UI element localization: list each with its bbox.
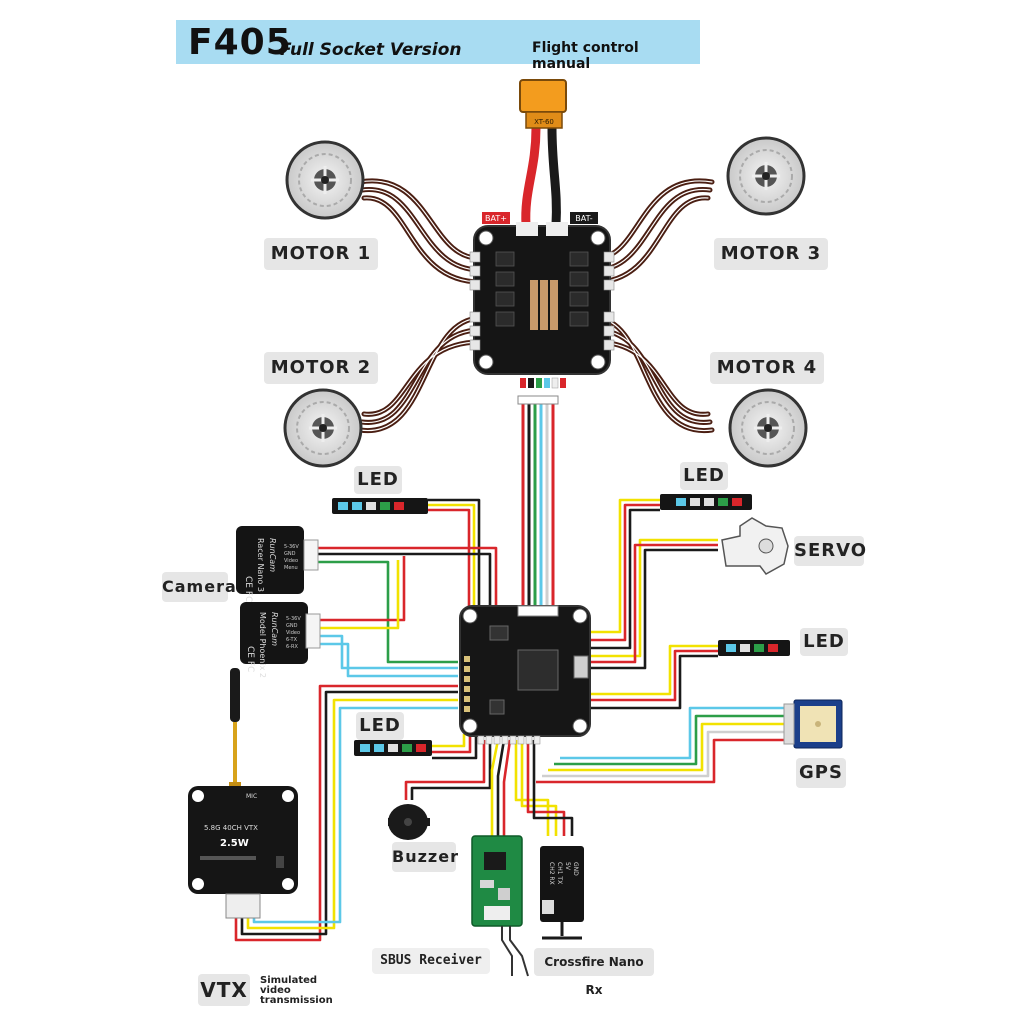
gps-label: GPS [796,758,846,788]
sbus-receiver-label: SBUS Receiver [372,948,490,974]
motor-1-label: MOTOR 1 [264,238,378,270]
svg-text:GND: GND [572,862,579,876]
peripheral-wires [234,498,792,942]
crossfire-label: Crossfire Nano Rx [534,948,654,997]
motor-4-label: MOTOR 4 [710,352,824,384]
gps-module-icon [783,699,843,749]
xt60-label: XT-60 [534,118,554,126]
crossfire-receiver-icon: GND 5V CH1 TX CH2 RX [540,846,584,940]
led-top-right-label: LED [680,462,728,490]
xt60-connector-icon: XT-60 [519,79,567,129]
svg-text:Menu: Menu [284,565,298,571]
camera-label: Camera [162,572,236,602]
bat-neg-tag: BAT- [570,212,598,224]
svg-text:5V: 5V [564,862,571,871]
version-subtitle: Full Socket Version [280,40,462,60]
vtx-note: Simulated video transmission [260,975,333,1006]
motor-2-label: MOTOR 2 [264,352,378,384]
svg-text:Video: Video [286,630,300,636]
motor-3-icon [726,136,806,216]
svg-text:5.8G 40CH VTX: 5.8G 40CH VTX [204,824,258,832]
header-banner: F405 Full Socket Version Flight control … [176,20,700,72]
svg-text:BAT+: BAT+ [485,214,507,223]
svg-text:Racer Nano 3: Racer Nano 3 [256,538,265,592]
motor-4-icon [728,388,808,468]
vtx-label: VTX [198,974,250,1006]
harness-plug-top [517,395,559,405]
svg-text:CH2 RX: CH2 RX [548,862,555,885]
led-strip-top-left-icon [332,498,428,514]
vtx-antenna-icon [229,668,241,794]
vtx-module-icon: MIC 5.8G 40CH VTX 2.5W [188,786,298,919]
bat-pos-tag: BAT+ [482,212,510,224]
servo-icon [721,517,789,575]
svg-text:2.5W: 2.5W [220,838,249,849]
svg-text:5-36V: 5-36V [286,616,301,622]
led-strip-top-right-icon [660,494,752,510]
led-strip-mid-right-icon [718,640,790,656]
flight-controller-board [459,605,591,745]
battery-wires [521,127,561,226]
svg-text:MIC: MIC [246,793,257,800]
svg-text:RunCam: RunCam [268,538,277,572]
svg-text:CH1 TX: CH1 TX [556,862,563,884]
svg-text:CE FC: CE FC [243,576,253,602]
svg-text:RunCam: RunCam [270,612,279,646]
camera-1-icon: RunCam Racer Nano 3 CE FC 5-36V GND Vide… [236,526,319,602]
buzzer-icon [388,804,430,840]
svg-text:CE FC: CE FC [245,646,255,672]
svg-text:6-RX: 6-RX [286,644,298,650]
svg-text:6-TX: 6-TX [286,637,298,643]
svg-text:Model Phoenix 2: Model Phoenix 2 [258,612,267,678]
svg-text:BAT-: BAT- [575,214,592,223]
sbus-receiver-icon [471,835,529,977]
esc-fc-harness [521,400,555,606]
motor-1-icon [285,140,365,220]
led-mid-right-label: LED [800,628,848,656]
led-top-left-label: LED [354,466,402,494]
camera-2-icon: RunCam Model Phoenix 2 CE FC 5-36V GND V… [240,602,321,678]
led-strip-bottom-left-icon [354,740,432,756]
motor-wires [357,178,715,433]
motor-2-icon [283,388,363,468]
servo-label: SERVO [794,536,866,566]
manual-title: Flight control manual [532,40,639,72]
buzzer-label: Buzzer [392,842,458,872]
svg-text:GND: GND [284,551,296,557]
svg-text:5-36V: 5-36V [284,544,299,550]
svg-text:GND: GND [286,623,298,629]
led-bottom-left-label: LED [356,712,404,740]
svg-text:Video: Video [284,558,298,564]
esc-board-icon [469,222,615,389]
model-title: F405 [188,22,292,63]
motor-3-label: MOTOR 3 [714,238,828,270]
